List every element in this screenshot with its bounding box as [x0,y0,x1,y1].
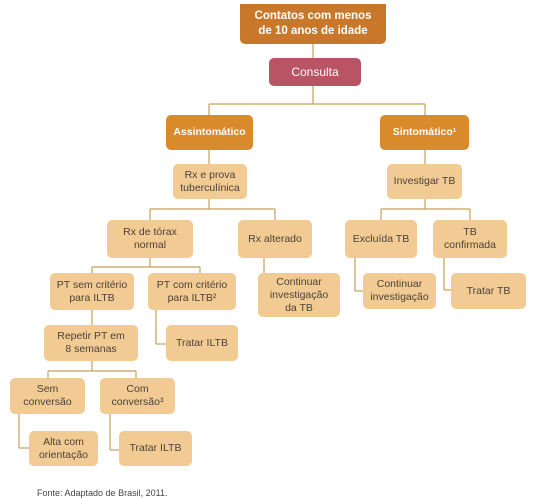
node-continuar-investigacao: Continuar investigação [363,273,436,309]
node-tb-confirmada: TB confirmada [433,220,507,258]
node-alta-com-orientacao: Alta com orientação [29,431,98,466]
node-rx-alterado: Rx alterado [238,220,312,258]
node-continuar-investigacao-tb: Continuar investigação da TB [258,273,340,317]
node-tratar-tb: Tratar TB [451,273,526,309]
node-consulta: Consulta [269,58,361,86]
node-sem-conversao: Sem conversão [10,378,85,414]
node-repetir-pt: Repetir PT em 8 semanas [44,325,138,361]
node-tratar-iltb-2: Tratar ILTB [119,431,192,466]
node-investigar-tb: Investigar TB [387,164,462,199]
node-excluida-tb: Excluída TB [345,220,417,258]
node-sintomatico: Sintomático¹ [380,115,469,150]
node-contatos: Contatos com menos de 10 anos de idade [240,4,386,44]
node-tratar-iltb-1: Tratar ILTB [166,325,238,361]
node-rx-prova: Rx e prova tuberculínica [173,164,247,199]
node-assintomatico: Assintomático [166,115,253,150]
node-com-conversao: Com conversão³ [100,378,175,414]
node-pt-sem-criterio: PT sem critério para ILTB [50,273,134,310]
source-note: Fonte: Adaptado de Brasil, 2011. [37,488,168,498]
node-pt-com-criterio: PT com critério para ILTB² [148,273,236,310]
node-rx-normal: Rx de tórax normal [107,220,193,258]
